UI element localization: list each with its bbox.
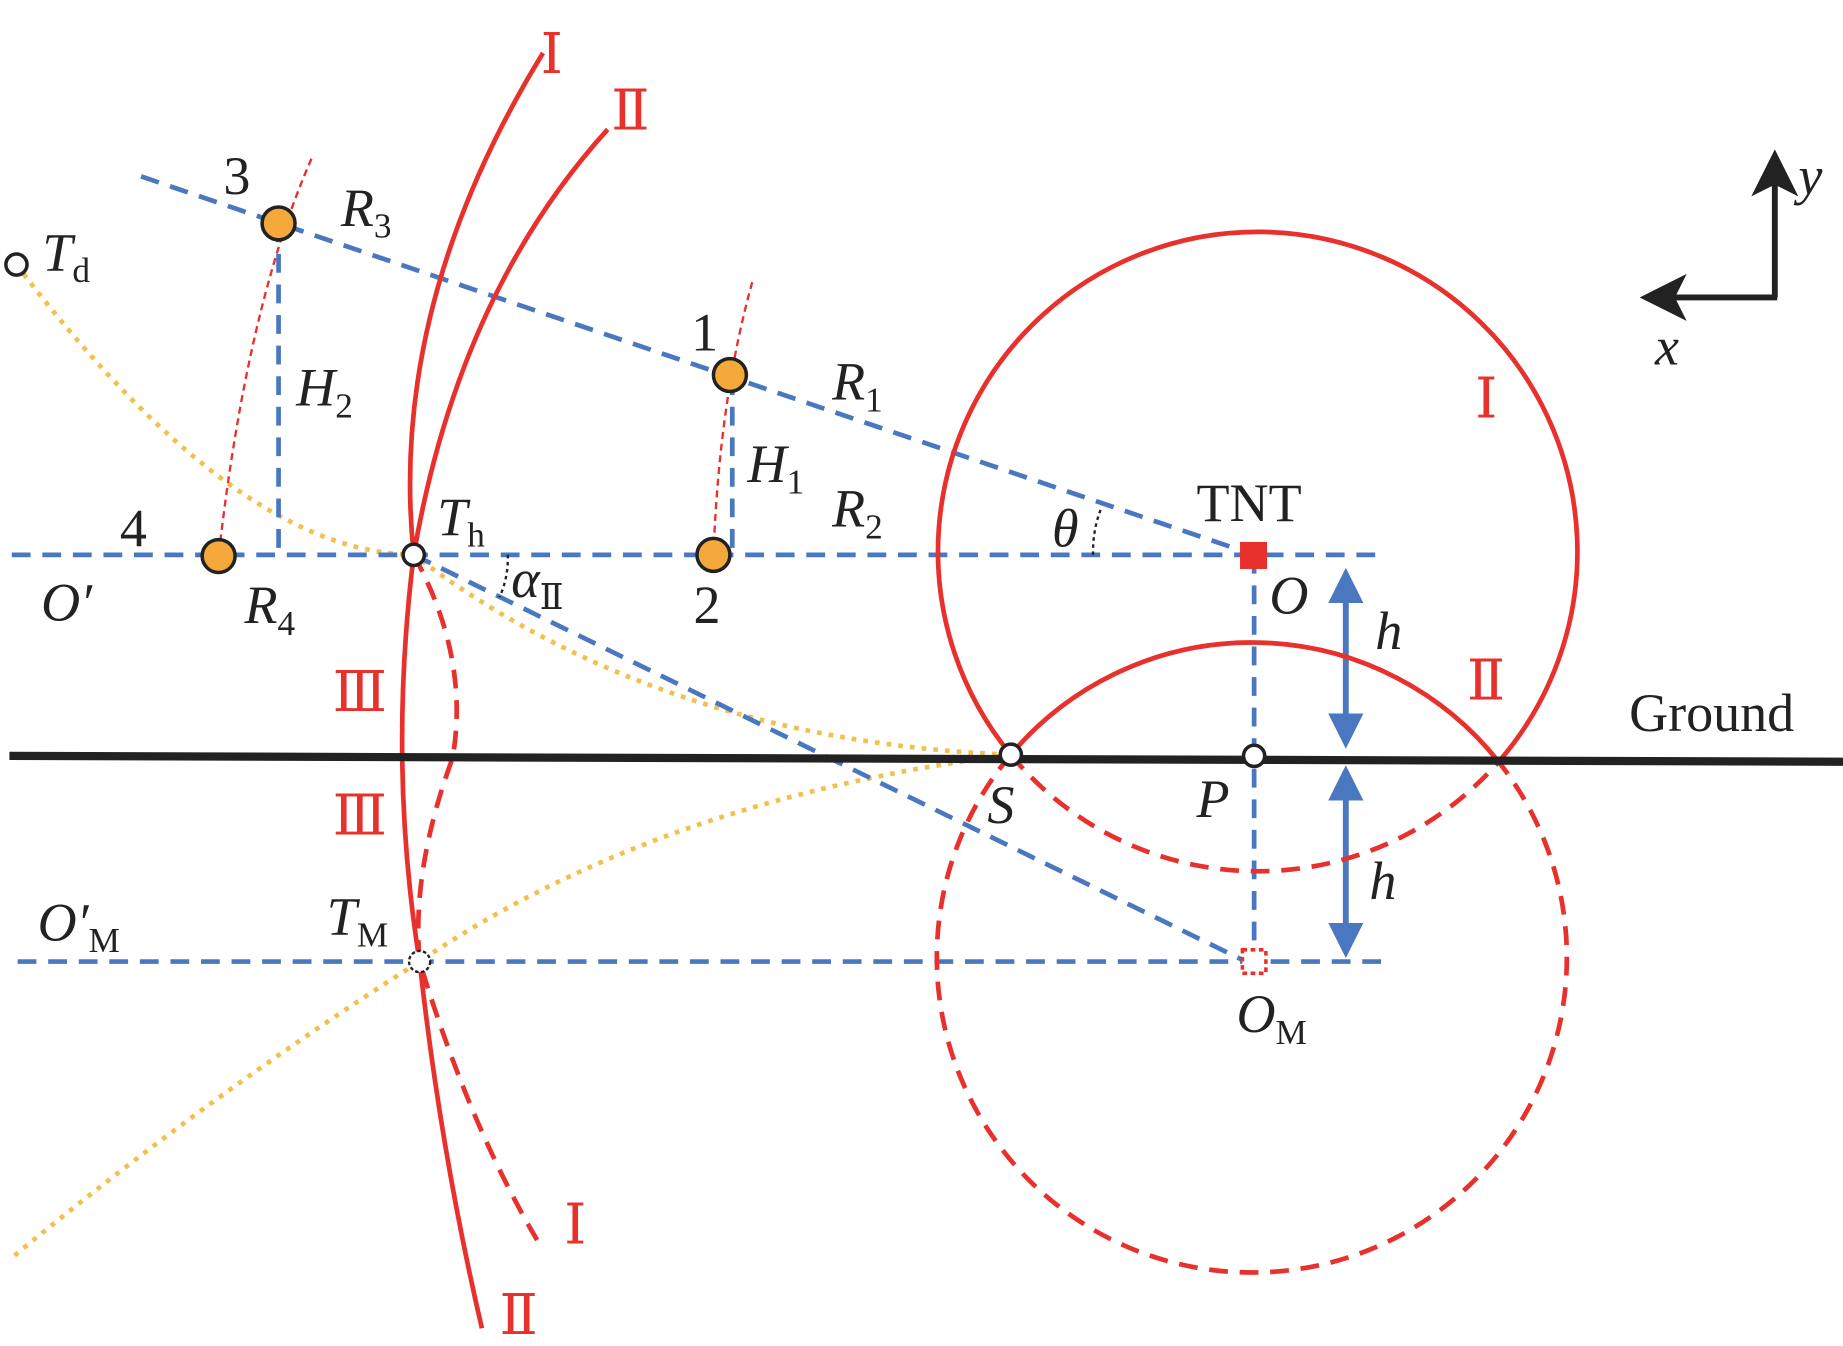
label-s: S <box>987 775 1014 835</box>
roman-circle-ii: Ⅱ <box>1467 650 1505 712</box>
label-r4: R4 <box>243 575 295 643</box>
label-h-upper: h <box>1375 601 1402 661</box>
line-r3-to-o <box>140 174 1255 558</box>
label-p: P <box>1196 769 1230 829</box>
label-o-m: OM <box>1237 984 1307 1052</box>
label-tnt: TNT <box>1197 473 1302 533</box>
label-x-axis: x <box>1654 316 1679 376</box>
roman-curve-i-bottom: Ⅰ <box>564 1195 586 1257</box>
alpha-arc <box>498 554 509 598</box>
roman-curve-i-top: Ⅰ <box>541 24 563 86</box>
label-r1: R1 <box>831 352 883 420</box>
curve-i <box>407 51 546 556</box>
roman-curve-ii-bottom: Ⅱ <box>500 1285 538 1346</box>
mirror-charge <box>1240 948 1268 976</box>
circle-i-above-ground <box>935 229 1580 764</box>
sensor-point-3 <box>260 205 297 242</box>
roman-curve-iii-upper: Ⅲ <box>333 662 387 724</box>
label-o-prime: O′ <box>41 573 93 633</box>
label-point-1: 1 <box>691 302 718 362</box>
label-h2: H2 <box>295 358 353 426</box>
label-r3: R3 <box>340 178 392 246</box>
tnt-charge <box>1240 541 1268 569</box>
label-point-4: 4 <box>120 499 147 559</box>
trajectory-lower <box>10 752 1012 1260</box>
ground-line <box>9 751 1843 766</box>
sensor-arc-1-2 <box>712 281 754 555</box>
sensor-point-4 <box>200 537 237 575</box>
curve-ii <box>411 127 610 556</box>
circle-ii-below-ground <box>934 753 1570 1275</box>
label-o-m-prime: O′M <box>38 892 120 960</box>
point-t-d <box>4 252 29 277</box>
point-t-m <box>407 949 432 974</box>
point-s <box>998 742 1024 768</box>
circle-i-below-ground <box>1009 753 1501 874</box>
theta-arc <box>1091 507 1103 555</box>
label-r2: R2 <box>831 479 883 547</box>
sensor-arc-3-4 <box>217 158 313 557</box>
sensor-point-2 <box>695 536 732 574</box>
label-ground: Ground <box>1629 683 1794 743</box>
label-t-d: Td <box>42 222 90 290</box>
label-point-2: 2 <box>693 575 720 635</box>
point-p <box>1241 743 1267 769</box>
point-t-h <box>401 542 427 568</box>
label-o: O <box>1269 566 1308 626</box>
label-y-axis: y <box>1793 146 1823 206</box>
label-theta: θ <box>1052 499 1079 559</box>
roman-curve-ii-top: Ⅱ <box>611 80 649 142</box>
label-point-3: 3 <box>223 146 250 206</box>
label-h1: H1 <box>747 434 805 502</box>
label-t-h: Th <box>437 487 485 555</box>
roman-circle-i: Ⅰ <box>1475 368 1497 430</box>
label-alpha: αⅡ <box>511 549 563 617</box>
roman-curve-iii-lower: Ⅲ <box>333 786 387 848</box>
label-t-m: TM <box>327 887 388 955</box>
label-h-lower: h <box>1369 851 1396 911</box>
curve-iii <box>411 553 543 1248</box>
sensor-point-1 <box>711 356 749 394</box>
circle-ii-above-ground <box>1009 640 1501 764</box>
curve-lower-solid <box>399 554 485 1329</box>
